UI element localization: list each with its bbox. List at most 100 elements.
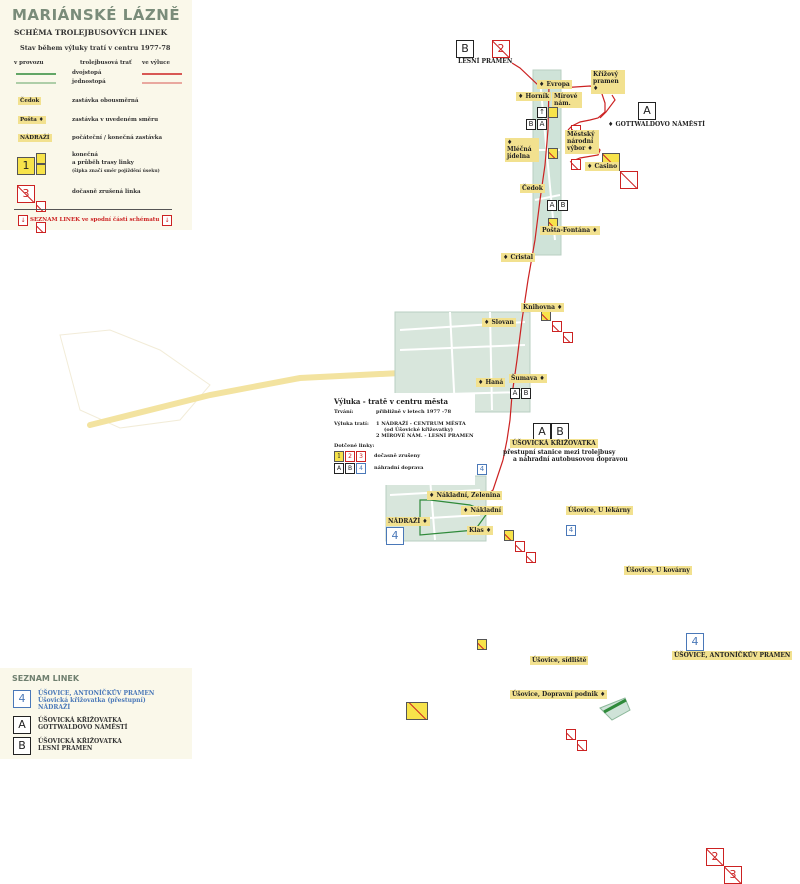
legend-prubeh: a průběh trasy linky: [72, 160, 134, 166]
inset-trvani-label: Trvání:: [334, 409, 354, 415]
marker-yellow-6: [477, 639, 487, 650]
legend-chip-posta: Pošta ♦: [18, 116, 46, 124]
inset-trvani-val: přibližně v letech 1977 -78: [376, 409, 452, 415]
stop-mirove-nam: Mírové nám.: [552, 92, 582, 109]
stop-hana: ♦ Haná: [476, 378, 506, 388]
marker-cancel-3: [552, 321, 562, 332]
stop-cedok: Čedok: [520, 184, 545, 194]
stop-knihovna: Knihovna ♦: [521, 303, 565, 313]
legend-divider: [14, 209, 172, 210]
arrow-down-icon-2: ↓: [162, 215, 172, 226]
stop-slovan: ♦ Slovan: [482, 318, 516, 328]
arrow-down-icon: ↓: [18, 215, 28, 226]
stop-lesni-pramen: LESNÍ PRAMEN: [458, 58, 513, 65]
legend-obousmerna: zastávka obousměrná: [72, 98, 139, 104]
seznam-box-4: 4: [13, 690, 31, 708]
stop-u-lekarny: Úšovice, U lékárny: [566, 506, 633, 516]
legend-sipka: (šipka značí směr pojíždění úseku): [72, 169, 160, 174]
stop-cristal: ♦ Cristal: [501, 253, 536, 263]
inset-box-A: A: [334, 463, 344, 474]
legend-arrow-up-icon-2: [36, 164, 46, 175]
legend-konecna: počáteční / konečná zastávka: [72, 135, 163, 141]
marker-A-gottwaldovo: A: [638, 102, 656, 120]
stop-nakladni: ♦ Nákladní: [461, 506, 504, 516]
seznam-lineB-a: ÚŠOVICKÁ KŘIŽOVATKA: [38, 738, 122, 745]
inset-docasne: dočasně zrušeny: [374, 453, 421, 459]
inset-vyluka-2: 2 MÍROVÉ NÁM. - LESNÍ PRAMEN: [376, 433, 474, 439]
legend-arrow-up-icon: [36, 153, 46, 164]
legend-docasne: dočasně zrušená linka: [72, 189, 141, 195]
marker-small-A-2: A: [547, 200, 557, 211]
marker-1-nadrazi-cancelled: [406, 702, 428, 720]
legend-chip-cedok: Čedok: [18, 97, 42, 105]
legend-cancelled-box: 3: [17, 185, 35, 203]
legend-dvojstopa: dvojstopá: [72, 70, 102, 76]
seznam-line4-b: Úšovická křižovatka (přestupní): [38, 697, 146, 704]
marker-cancel-6: [526, 552, 536, 563]
note-nahradni: a náhradní autobusovou dopravou: [513, 456, 628, 463]
inset-vyluka-1b: (od Úšovické křižovatky): [384, 427, 454, 433]
marker-cancel-8: [577, 740, 587, 751]
marker-4-antonickuv: 4: [686, 633, 704, 651]
stop-dopravni-podnik: Úšovice, Dopravní podnik ♦: [510, 690, 608, 700]
inset-dotcene: Dotčené linky:: [334, 443, 375, 449]
marker-cancel-5: [515, 541, 525, 552]
inset-nahradni: náhradní doprava: [374, 465, 424, 471]
marker-gottwaldovo-red: [620, 171, 638, 189]
map-title: MARIÁNSKÉ LÁZNĚ: [12, 6, 181, 24]
seznam-box-A: A: [13, 716, 31, 734]
inset-box-B: B: [345, 463, 355, 474]
stop-mlecna: ♦ Mléčná jídelna: [505, 138, 539, 162]
legend-col-trat: trolejbusová trať: [80, 60, 132, 66]
note-prestupni: přestupní stanice mezi trolejbusy: [503, 449, 616, 456]
stop-usovicka: ÚŠOVICKÁ KŘIŽOVATKA: [510, 439, 598, 449]
marker-yellow-2: [548, 148, 558, 159]
stop-nadrazi: NÁDRAŽÍ ♦: [386, 517, 430, 527]
legend-cancelled-small-1: [36, 201, 46, 212]
stop-evropa: ♦ Evropa: [537, 80, 572, 90]
map-subtitle: SCHÉMA TROLEJBUSOVÝCH LINEK: [14, 28, 168, 37]
marker-small-B-3: B: [521, 388, 531, 399]
seznam-lineA-b: GOTTWALDOVO NÁMĚSTÍ: [38, 724, 128, 731]
stop-gottwaldovo: ♦ GOTTWALDOVO NÁMĚSTÍ: [608, 121, 705, 128]
inset-box-1: 1: [334, 451, 344, 462]
marker-2-antonickuv: 2: [706, 848, 724, 866]
stop-nakladni-zelenina: ♦ Nákladní, Zelenina: [427, 491, 503, 501]
seznam-lineA-a: ÚŠOVICKÁ KŘIŽOVATKA: [38, 717, 122, 724]
legend-panel: MARIÁNSKÉ LÁZNĚ SCHÉMA TROLEJBUSOVÝCH LI…: [0, 0, 192, 233]
marker-B-lesni: B: [456, 40, 474, 58]
marker-3-antonickuv: 3: [724, 866, 742, 884]
legend-jednostopa: jednostopá: [72, 79, 106, 85]
legend-smer: zastávka v uvedeném směru: [72, 117, 159, 123]
seznam-title: SEZNAM LINEK: [12, 674, 80, 683]
stop-antonickuv: ÚŠOVICE, ANTONÍČKŮV PRAMEN: [672, 651, 793, 661]
legend-col-vyluka: ve výluce: [142, 60, 170, 66]
inset-title: Výluka - tratě v centru města: [334, 397, 449, 406]
legend-line-samples: [16, 73, 182, 84]
legend-konecna2: konečná: [72, 152, 98, 158]
marker-small-up-icon: ↑: [537, 107, 547, 118]
inset-vyluka-label: Výluka tratí:: [334, 421, 369, 427]
marker-small-B-2: B: [558, 200, 568, 211]
stop-krizovy-pramen: Křížový pramen ♦: [591, 70, 625, 94]
marker-yellow-1: [548, 107, 558, 118]
stop-klas: Klas ♦: [467, 526, 494, 536]
marker-4-small: 4: [477, 464, 487, 475]
stop-sumava: Šumava ♦: [509, 374, 547, 384]
seznam-linek-panel: SEZNAM LINEK 4 ÚŠOVICE, ANTONÍČKŮV PRAME…: [0, 668, 192, 759]
stop-sidliste: Úšovice, sídliště: [530, 656, 589, 666]
marker-cancel-4: [563, 332, 573, 343]
map-period: Stav během výluky tratí v centru 1977-78: [20, 44, 171, 52]
marker-cancel-7: [566, 729, 576, 740]
marker-small-A: A: [537, 119, 547, 130]
legend-line-number-box: 1: [17, 157, 35, 175]
marker-cancel-2: [571, 159, 581, 170]
stop-u-kovarny: Úšovice, U kovárny: [624, 566, 692, 576]
inset-info-box: Výluka - tratě v centru města Trvání: př…: [330, 393, 475, 485]
seznam-box-B: B: [13, 737, 31, 755]
marker-2-cancelled: 2: [492, 40, 510, 58]
inset-vyluka-1: 1 NÁDRAŽÍ - CENTRUM MĚSTA: [376, 421, 466, 427]
legend-chip-nadrazi: NÁDRAŽÍ: [18, 134, 52, 142]
inset-box-3: 3: [356, 451, 366, 462]
seznam-line4-a: ÚŠOVICE, ANTONÍČKŮV PRAMEN: [38, 690, 155, 697]
